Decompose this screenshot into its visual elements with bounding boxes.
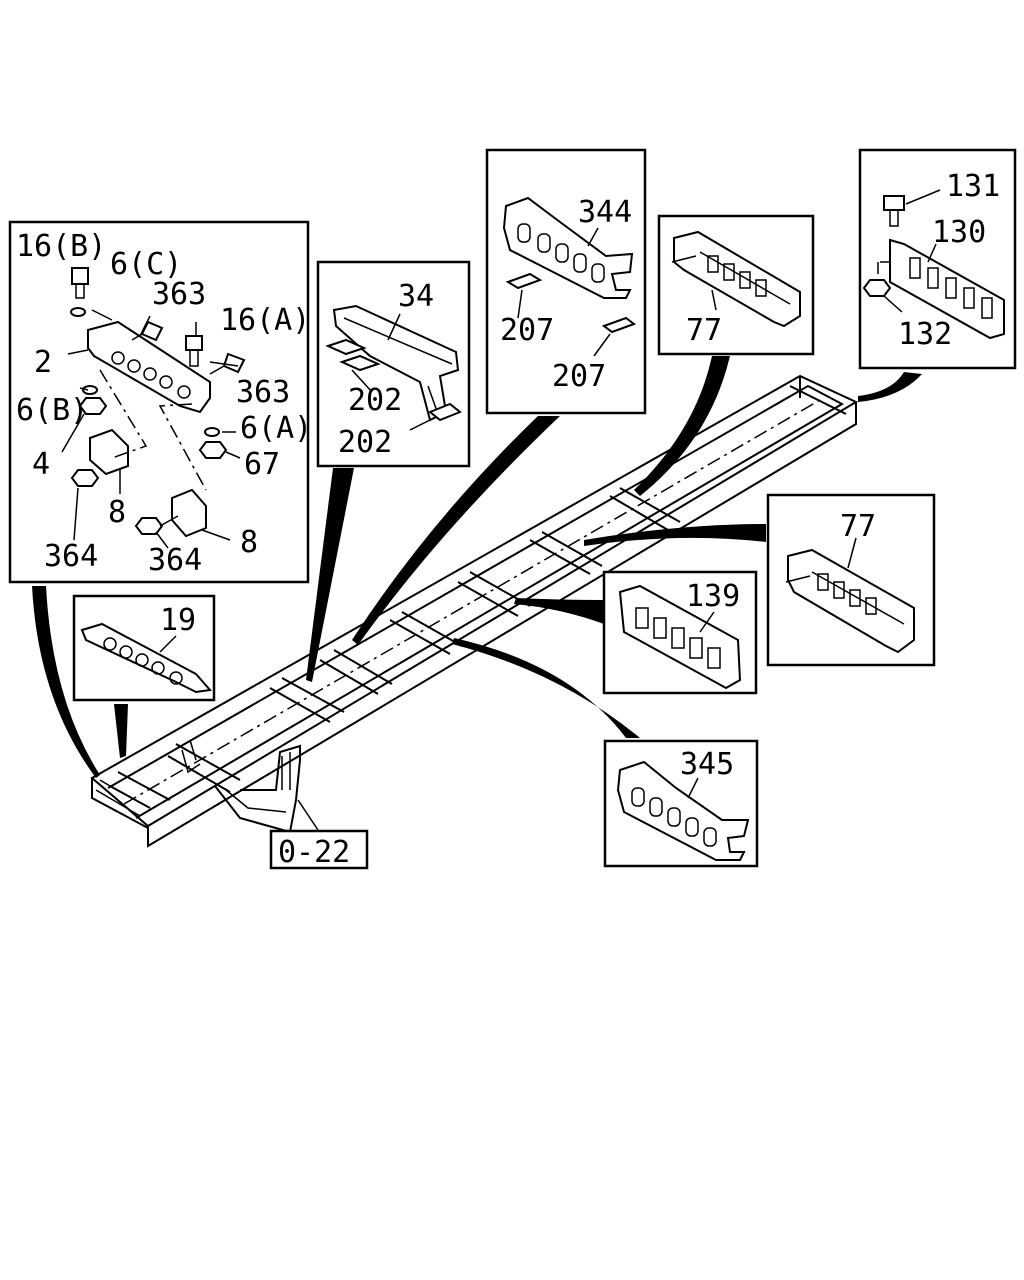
label-6b: 6(B) (16, 393, 88, 428)
nut-icon (78, 397, 108, 415)
crossmember-part-139 (618, 584, 742, 690)
washer-icon (82, 385, 98, 395)
label-34: 34 (398, 279, 434, 314)
crossmember-part-130 (889, 238, 1005, 340)
label-4: 4 (32, 447, 50, 482)
label-16a: 16(A) (220, 303, 310, 338)
nut-icon (862, 279, 892, 297)
nut-icon (198, 441, 228, 459)
plate-part-207 (505, 272, 543, 290)
label-130: 130 (932, 215, 986, 250)
plate-part-202 (325, 338, 367, 356)
label-364-left: 364 (44, 539, 98, 574)
label-19: 19 (160, 603, 196, 638)
bolt-icon (883, 195, 905, 227)
label-77-top: 77 (686, 313, 722, 348)
label-345: 345 (680, 747, 734, 782)
label-344: 344 (578, 195, 632, 230)
reference-box-0-22: 0-22 (269, 829, 369, 870)
detail-box-part-77-mid: 77 (766, 493, 936, 667)
label-363-lower: 363 (236, 375, 290, 410)
nut-icon (134, 517, 164, 535)
label-364-right: 364 (148, 543, 202, 578)
label-139: 139 (686, 579, 740, 614)
label-16b: 16(B) (16, 229, 106, 264)
detail-box-crossmember-assembly: 16(B) 6(C) 363 16(A) 2 363 6(B) 6(A) 4 6… (8, 220, 312, 584)
washer-icon (70, 307, 86, 317)
washer-icon (204, 427, 220, 437)
leader-tails (32, 356, 922, 831)
nut-icon (70, 469, 100, 487)
crossmember-part-19 (80, 622, 212, 694)
bolt-icon (131, 320, 164, 342)
chassis-frame (90, 374, 859, 848)
plate-part-202 (339, 354, 381, 372)
label-8-right: 8 (240, 525, 258, 560)
label-77-mid: 77 (840, 509, 876, 544)
label-6c: 6(C) (110, 247, 182, 282)
bracket-part-8 (89, 428, 129, 476)
bolt-icon (71, 267, 89, 299)
crossmember-part-2 (87, 320, 211, 414)
label-202-upper: 202 (348, 383, 402, 418)
bolt-icon (209, 352, 246, 375)
detail-box-part-77-top: 77 (657, 214, 815, 356)
label-8-left: 8 (108, 495, 126, 530)
detail-box-part-139: 139 (602, 570, 758, 695)
detail-box-part-19: 19 (72, 594, 216, 702)
label-202-lower: 202 (338, 425, 392, 460)
label-132: 132 (898, 317, 952, 352)
plate-part-207 (601, 316, 637, 334)
label-363-upper: 363 (152, 277, 206, 312)
label-131: 131 (946, 169, 1000, 204)
label-2: 2 (34, 345, 52, 380)
detail-box-part-34: 34 202 202 (316, 260, 471, 468)
detail-box-part-130: 131 130 132 (858, 148, 1017, 370)
label-207-lower: 207 (552, 359, 606, 394)
detail-box-part-344: 344 207 207 (485, 148, 647, 415)
label-207-upper: 207 (500, 313, 554, 348)
reference-label-0-22: 0-22 (278, 835, 350, 870)
label-67: 67 (244, 447, 280, 482)
detail-box-part-345: 345 (603, 739, 759, 868)
plate-part-202 (428, 402, 462, 422)
label-6a: 6(A) (240, 411, 312, 446)
